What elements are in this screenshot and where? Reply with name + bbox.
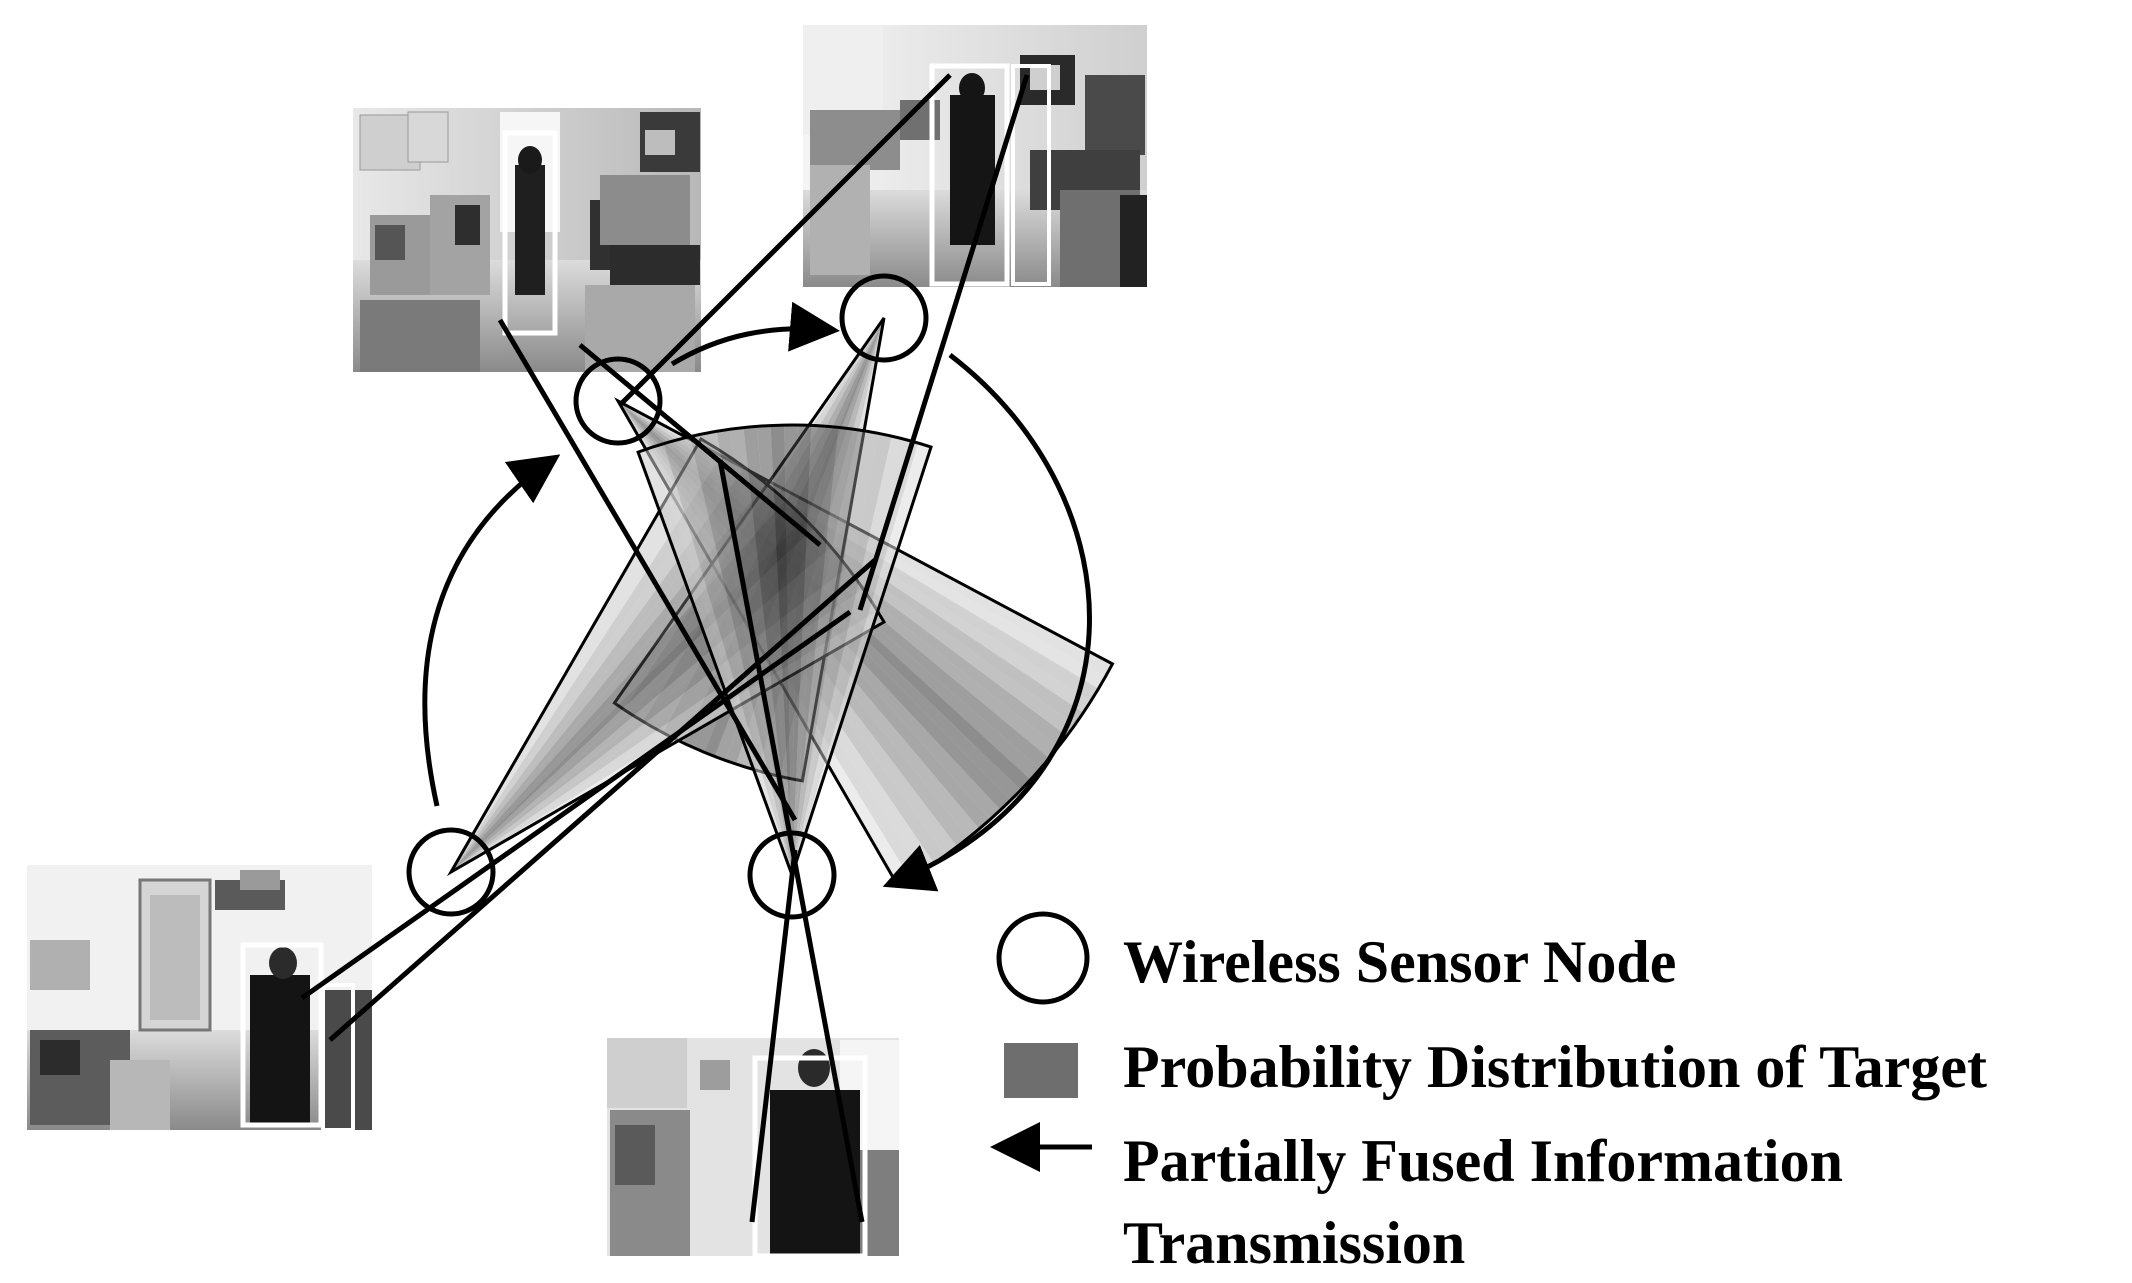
- wedge-from-bottom-center-node: [636, 423, 933, 880]
- transmission-arrow-tr-to-bc: [882, 353, 1092, 892]
- transmission-arrow-bl-to-tl: [422, 454, 561, 807]
- legend-distribution-label: Probability Distribution of Target: [1123, 1034, 1987, 1100]
- sight-lines: [300, 73, 1030, 1223]
- sensor-nodes: [406, 273, 929, 920]
- transmission-arrows: [422, 301, 1092, 892]
- legend-node-label: Wireless Sensor Node: [1123, 929, 1677, 995]
- sensor-node-bottom-center: [747, 830, 837, 920]
- transmission-arrow-tl-to-tr: [670, 301, 840, 367]
- legend-transmission-label-line1: Partially Fused Information: [1123, 1128, 1843, 1194]
- sensor-node-bottom-left: [406, 827, 496, 917]
- camera-view-top-left: [353, 108, 701, 372]
- sensor-node-top-right: [839, 273, 929, 363]
- legend-node-icon: [996, 911, 1090, 1005]
- legend-transmission-label-line2: Transmission: [1123, 1210, 1466, 1276]
- camera-view-bottom-left: [27, 865, 372, 1130]
- legend: [990, 911, 1092, 1172]
- sensor-node-top-left: [573, 356, 663, 446]
- camera-view-bottom-center: [607, 1038, 899, 1256]
- legend-distribution-swatch: [1004, 1043, 1078, 1098]
